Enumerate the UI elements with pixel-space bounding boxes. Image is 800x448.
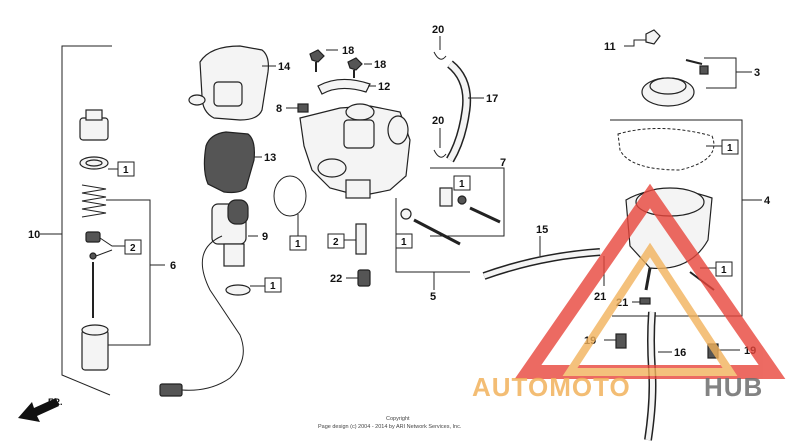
callout-18a: 18 — [342, 45, 354, 57]
spring — [81, 184, 107, 218]
tube-17 — [446, 60, 472, 163]
bracket-6 — [106, 199, 165, 346]
svg-text:1: 1 — [721, 265, 727, 276]
tube-15 — [482, 248, 601, 280]
svg-text:1: 1 — [123, 165, 129, 176]
callout-18b: 18 — [374, 59, 386, 71]
watermark-logo — [514, 183, 786, 379]
cap-22 — [357, 269, 371, 287]
callout-7: 7 — [500, 157, 506, 169]
callout-4: 4 — [764, 195, 771, 207]
callout-14: 14 — [278, 61, 291, 73]
svg-text:FR.: FR. — [48, 397, 63, 407]
clip-and-ring — [85, 231, 101, 260]
callout-20b: 20 — [432, 115, 444, 127]
callout-3: 3 — [754, 67, 760, 79]
boxed-callout-7: 1 — [453, 175, 471, 191]
boxed-callout-2: 2 — [95, 237, 142, 257]
callout-12: 12 — [378, 81, 390, 93]
callout-15: 15 — [536, 224, 548, 236]
boxed-callout-9: 1 — [250, 277, 282, 293]
callout-20a: 20 — [432, 24, 444, 36]
callout-10: 10 — [28, 229, 40, 241]
copyright-text: Page design (c) 2004 - 2014 by ARI Netwo… — [318, 424, 462, 430]
needle-jet-holder — [79, 109, 109, 170]
callout-9: 9 — [262, 231, 268, 243]
svg-text:1: 1 — [459, 179, 465, 190]
pilot-screw-2 — [355, 223, 367, 255]
watermark-text: AUTOMOTO HUB — [472, 372, 763, 402]
boxed-callout: 1 — [108, 161, 135, 177]
clamp-12 — [317, 78, 371, 95]
boxed-callout-gasket: 1 — [273, 175, 307, 251]
clip-20-top — [433, 36, 447, 60]
throttle-valve — [81, 324, 109, 371]
callout-5: 5 — [430, 291, 436, 303]
boxed-callout-2b: 2 — [327, 233, 356, 249]
callout-21a: 21 — [594, 291, 606, 303]
boxed-callout-4b: 1 — [700, 261, 733, 277]
callout-13: 13 — [264, 152, 276, 164]
callout-6: 6 — [170, 260, 176, 272]
svg-text:2: 2 — [130, 243, 136, 254]
svg-text:1: 1 — [401, 237, 407, 248]
svg-text:1: 1 — [295, 239, 301, 250]
front-direction-arrow: FR. — [18, 397, 63, 422]
boxed-callout-4a: 1 — [706, 139, 739, 155]
svg-text:1: 1 — [270, 281, 276, 292]
svg-text:2: 2 — [333, 237, 339, 248]
left-bracket-10 — [40, 45, 112, 396]
brand-hub: HUB — [704, 372, 763, 402]
callout-22: 22 — [330, 273, 342, 285]
svg-text:1: 1 — [727, 143, 733, 154]
callout-11: 11 — [604, 41, 616, 53]
nut-8 — [297, 103, 309, 113]
copyright-title: Copyright — [386, 416, 410, 422]
clip-20-bottom — [433, 128, 447, 158]
diaphragm-cover-3 — [641, 59, 709, 107]
jet-kit-5 — [395, 198, 470, 273]
boxed-callout-5: 1 — [395, 233, 413, 249]
air-cut-cover-14 — [188, 45, 269, 121]
bolts-18 — [309, 49, 363, 78]
callout-16: 16 — [674, 347, 686, 359]
callout-17: 17 — [486, 93, 498, 105]
callout-8: 8 — [276, 103, 282, 115]
auto-bystarter-9 — [159, 199, 251, 397]
carburetor-body — [299, 103, 411, 199]
cover-13 — [203, 131, 255, 194]
brand-automoto: AUTOMOTO — [472, 372, 631, 402]
part-11 — [645, 29, 661, 45]
jet-kit-7 — [430, 167, 505, 237]
